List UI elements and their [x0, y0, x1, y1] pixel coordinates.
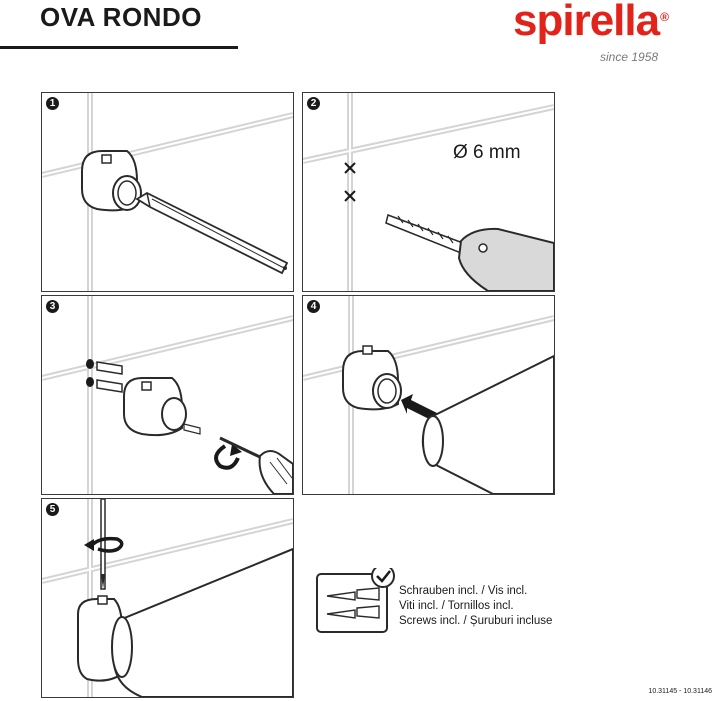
screws-note-line-1: Schrauben incl. / Vis incl.	[399, 585, 528, 597]
screws-note-line-3: Screws incl. / Șuruburi incluse	[399, 615, 553, 627]
step-3-panel: 3	[41, 295, 294, 495]
product-title: OVA RONDO	[40, 2, 202, 32]
step-4-illustration	[303, 296, 554, 494]
screws-note-line-2: Viti incl. / Tornillos incl.	[399, 600, 514, 612]
step-2-illustration	[303, 93, 554, 291]
step-3-illustration	[42, 296, 293, 494]
step-number-2: 2	[307, 97, 320, 110]
brand-logo: spirella®	[513, 0, 669, 46]
brand-name: spirella	[513, 0, 660, 45]
step-number-3: 3	[46, 300, 59, 313]
registered-mark: ®	[660, 10, 669, 24]
drill-diameter-label: Ø 6 mm	[453, 142, 521, 163]
title-underline	[0, 46, 238, 49]
check-icon	[371, 568, 395, 588]
step-1-panel: 1	[41, 92, 294, 292]
step-1-illustration	[42, 93, 293, 291]
step-4-panel: 4	[302, 295, 555, 495]
step-number-5: 5	[46, 503, 59, 516]
screws-included-illustration	[316, 568, 395, 633]
brand-tagline: since 1958	[600, 50, 659, 64]
step-5-panel: 5	[41, 498, 294, 698]
step-number-1: 1	[46, 97, 59, 110]
step-number-4: 4	[307, 300, 320, 313]
step-2-panel: 2 Ø 6 mm	[302, 92, 555, 292]
article-codes: 10.31145 - 10.31146	[648, 688, 712, 695]
step-5-illustration	[42, 499, 293, 697]
